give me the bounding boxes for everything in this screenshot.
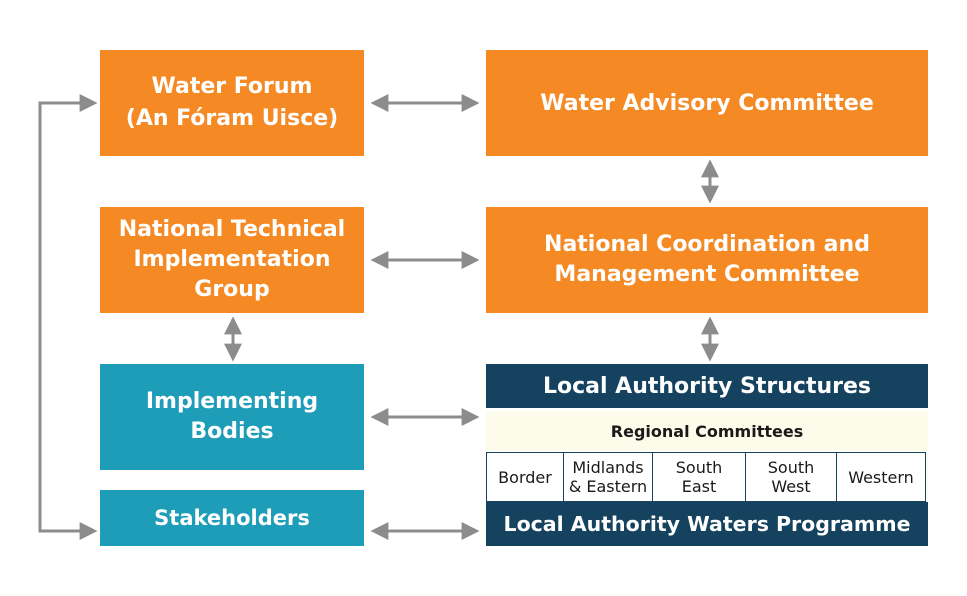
- stakeholders-box: Stakeholders: [100, 490, 364, 546]
- local-authority-structures-header: Local Authority Structures: [486, 364, 928, 408]
- region-western: Western: [836, 452, 926, 502]
- water-forum-box: Water Forum (An Fóram Uisce): [100, 50, 364, 156]
- water-advisory-committee-box: Water Advisory Committee: [486, 50, 928, 156]
- region-south-west: South West: [744, 452, 838, 502]
- arrow-stake-forum-loop: [38, 94, 98, 540]
- region-midlands-eastern: Midlands & Eastern: [562, 452, 654, 502]
- implementing-bodies-box: Implementing Bodies: [100, 364, 364, 470]
- region-south-east: South East: [652, 452, 746, 502]
- national-coordination-management-committee-box: National Coordination and Management Com…: [486, 207, 928, 313]
- regions-row: Border Midlands & Eastern South East Sou…: [486, 452, 928, 502]
- local-authority-waters-programme-box: Local Authority Waters Programme: [486, 502, 928, 546]
- regional-committees-label: Regional Committees: [486, 411, 928, 451]
- national-technical-implementation-group-box: National Technical Implementation Group: [100, 207, 364, 313]
- region-border: Border: [486, 452, 564, 502]
